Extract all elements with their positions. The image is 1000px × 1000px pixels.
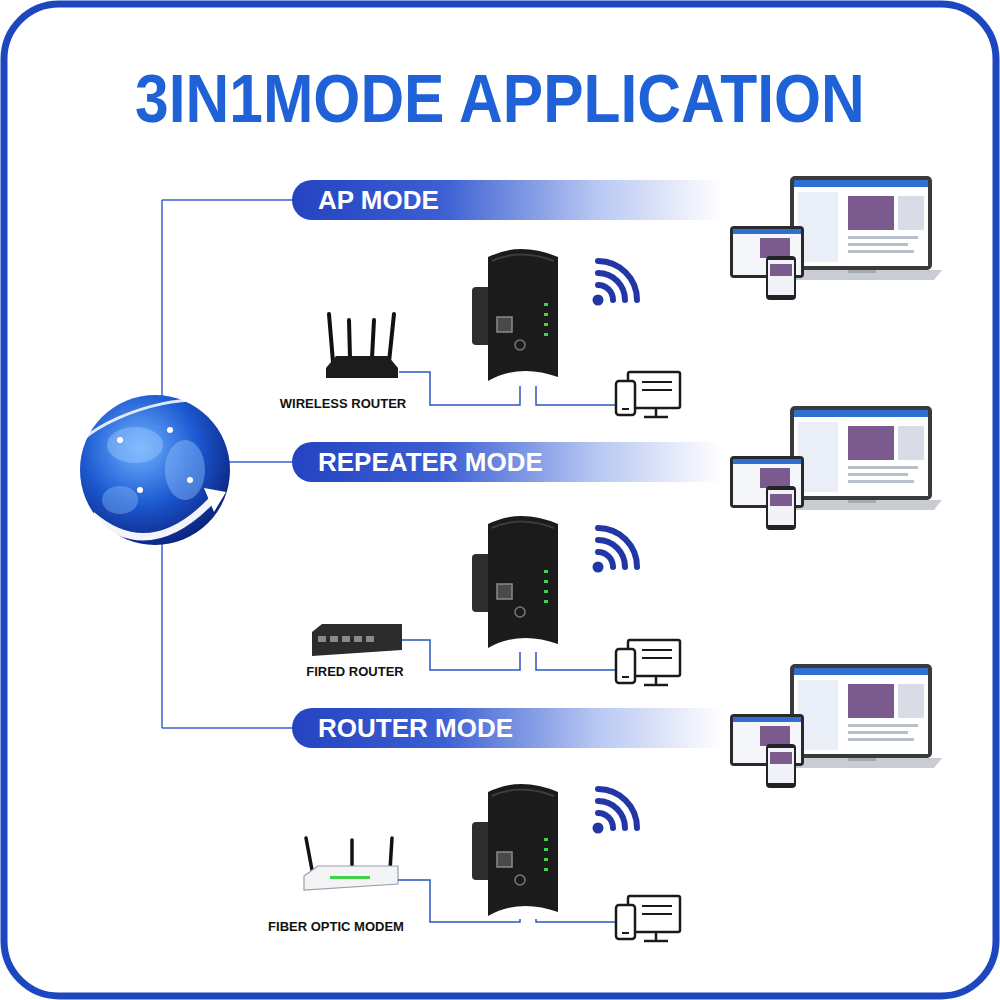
mode-band: AP MODE (292, 180, 722, 220)
equipment-box: FIBER OPTIC MODEM (256, 835, 416, 935)
device-group (730, 176, 942, 300)
equipment-box: FIRED ROUTER (275, 610, 435, 680)
mode-band: ROUTER MODE (292, 708, 722, 748)
fiber-modem-icon (304, 838, 398, 890)
antenna (350, 840, 354, 866)
extender-device (472, 249, 558, 381)
mode-band: REPEATER MODE (292, 442, 722, 482)
globe-land (102, 486, 138, 514)
diagram-title: 3IN1MODE APPLICATION (135, 64, 865, 132)
cable-wire (536, 919, 616, 922)
trunk-line (162, 727, 296, 729)
equipment-label: FIRED ROUTER (306, 664, 404, 680)
mode-label: REPEATER MODE (318, 447, 722, 477)
cable-wire (402, 640, 520, 670)
network-dot (117, 437, 123, 443)
antenna (390, 838, 392, 870)
equipment-label: FIBER OPTIC MODEM (268, 919, 404, 935)
switch-port (330, 636, 338, 642)
network-dot (167, 427, 173, 433)
wifi-symbol (593, 261, 638, 306)
orbit-arc (82, 400, 228, 440)
modem-leds (330, 876, 370, 879)
extender-device (472, 784, 558, 916)
antenna (389, 314, 394, 362)
globe-land (107, 427, 163, 463)
mode-label: AP MODE (318, 185, 722, 215)
cable-wire (536, 386, 616, 405)
cable-wire (399, 372, 520, 405)
device-group (730, 664, 942, 788)
switch-port (354, 636, 362, 642)
orbit-arrow (92, 500, 212, 537)
device-group (730, 406, 942, 530)
switch-icon (312, 624, 402, 656)
globe-sphere (80, 395, 230, 545)
title-wrap: 3IN1MODE APPLICATION (0, 64, 1000, 132)
network-dot (137, 487, 143, 493)
wifi-symbol (593, 789, 638, 834)
client-icon (616, 372, 680, 417)
modem-body (304, 866, 398, 890)
trunk-line (162, 199, 296, 201)
switch-port (366, 636, 374, 642)
switch-port (318, 636, 326, 642)
client-icon (616, 640, 680, 685)
antenna (372, 320, 374, 358)
extender-device (472, 516, 558, 648)
cable-wire (536, 652, 616, 670)
client-icon (616, 896, 680, 941)
network-dot (187, 477, 193, 483)
orbit-arc (75, 400, 120, 470)
switch-port (342, 636, 350, 642)
wifi-symbol (593, 528, 638, 573)
frame-border (4, 4, 996, 996)
antenna (329, 314, 333, 362)
equipment-label: WIRELESS ROUTER (280, 396, 406, 412)
globe-land (165, 440, 205, 500)
antenna (306, 838, 312, 870)
mode-label: ROUTER MODE (318, 713, 722, 743)
wireless-router-icon (326, 314, 398, 378)
antenna (349, 320, 350, 358)
router-body (326, 356, 398, 378)
switch-body (312, 624, 402, 656)
equipment-box: WIRELESS ROUTER (263, 300, 423, 412)
arrow-head (204, 488, 226, 512)
globe-icon (75, 395, 230, 545)
